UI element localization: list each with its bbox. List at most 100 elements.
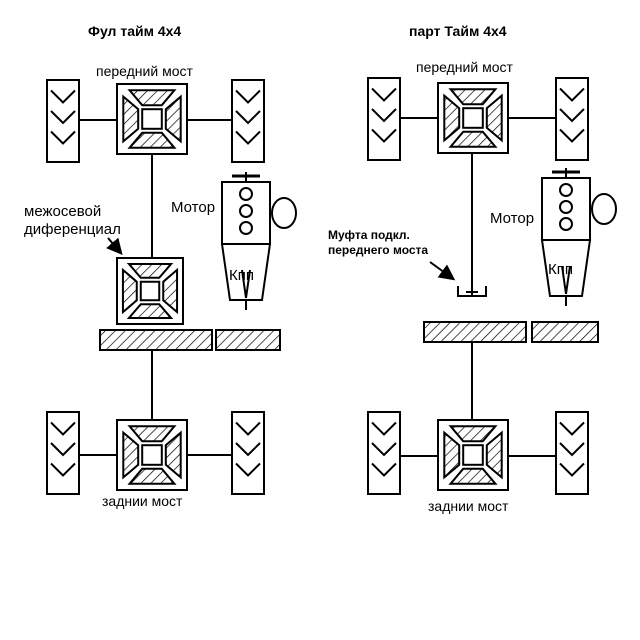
right-front-right-wheel-tread-1	[559, 108, 585, 123]
left-gearbox-label: Кпп	[229, 267, 254, 284]
left-rear-differential-gear-bottom	[127, 467, 177, 485]
left-front-differential-gear-left	[122, 94, 140, 144]
left-center-differential-gear-left	[121, 267, 138, 315]
left-rear-differential	[116, 419, 188, 491]
left-engine-cylinder-2	[239, 221, 253, 235]
right-rear-left-wheel-tire	[367, 411, 401, 495]
right-rear-left-wheel	[367, 411, 401, 495]
right-coupling-arrow	[429, 261, 456, 281]
left-rear-left-wheel-tread-1	[50, 442, 76, 457]
right-front-left-wheel-tread-1	[371, 108, 397, 123]
right-engine-gearbox	[540, 239, 592, 297]
left-front-differential-gear-top	[127, 89, 177, 107]
right-rear-right-wheel	[555, 411, 589, 495]
right-coupling	[457, 286, 487, 297]
left-front-differential-gear-right	[164, 94, 182, 144]
left-rear-left-wheel-tire	[46, 411, 80, 495]
right-front-differential-gear-center	[462, 107, 484, 129]
left-front-left-wheel-tread-0	[50, 89, 76, 104]
left-rear-right-wheel-tread-0	[235, 421, 261, 436]
left-front-differential-gear-bottom	[127, 131, 177, 149]
right-rear-left-wheel-tread-2	[371, 462, 397, 477]
left-front-right-wheel-tread-1	[235, 110, 261, 125]
left-center-diff-label-line2: диференциал	[24, 221, 121, 238]
left-front-left-wheel-tread-2	[50, 130, 76, 145]
right-front-differential-gear-top	[448, 88, 498, 106]
left-rear-right-wheel-tread-2	[235, 462, 261, 477]
right-rear-right-wheel-tread-0	[559, 421, 585, 436]
left-front-differential-gear-center	[141, 108, 163, 130]
left-engine-alternator	[271, 197, 297, 229]
left-front-left-wheel	[46, 79, 80, 163]
left-rear-differential-gear-left	[122, 430, 140, 480]
right-coupling-label-line1: Муфта подкл.	[328, 228, 410, 242]
left-engine-cylinder-0	[239, 187, 253, 201]
left-rear-axle-label: заднии мост	[102, 493, 183, 509]
left-front-right-wheel	[231, 79, 265, 163]
left-front-right-wheel-tread-2	[235, 130, 261, 145]
right-gearbox-label: Кпп	[548, 261, 573, 278]
right-rear-differential-gear-right	[485, 430, 503, 480]
left-front-differential	[116, 83, 188, 155]
left-center-diff-label-line1: межосевой	[24, 203, 102, 220]
left-center-differential	[116, 257, 184, 325]
right-engine-cylinder-0	[559, 183, 573, 197]
right-front-right-wheel-tire	[555, 77, 589, 161]
right-front-left-wheel-tread-2	[371, 128, 397, 143]
right-rear-differential-gear-left	[443, 430, 461, 480]
left-rear-differential-gear-top	[127, 425, 177, 443]
right-motor-label: Мотор	[490, 210, 535, 227]
left-engine-gearbox-line-a	[241, 269, 247, 299]
left-engine-cylinder-1	[239, 204, 253, 218]
right-front-left-wheel-tread-0	[371, 87, 397, 102]
right-engine-gearbox-line-a	[561, 265, 567, 295]
left-center-diff-arrow	[106, 237, 123, 256]
left-rear-differential-gear-center	[141, 444, 163, 466]
right-front-differential-gear-bottom	[448, 130, 498, 148]
left-rear-left-wheel-tread-0	[50, 421, 76, 436]
right-rear-differential-gear-top	[448, 425, 498, 443]
left-rear-left-wheel-tread-2	[50, 462, 76, 477]
left-rear-right-wheel-tire	[231, 411, 265, 495]
left-transfer-shaft	[99, 329, 213, 351]
right-rear-differential	[437, 419, 509, 491]
right-front-left-wheel	[367, 77, 401, 161]
left-front-right-wheel-tread-0	[235, 89, 261, 104]
right-engine-alternator	[591, 193, 617, 225]
right-front-differential-gear-left	[443, 93, 461, 143]
right-transfer-shaft-2	[531, 321, 599, 343]
right-rear-axle-label: заднии мост	[428, 498, 509, 514]
left-front-left-wheel-tread-1	[50, 110, 76, 125]
left-front-left-wheel-tire	[46, 79, 80, 163]
right-front-right-wheel	[555, 77, 589, 161]
left-center-differential-gear-center	[139, 280, 161, 302]
left-engine	[220, 172, 297, 310]
right-front-right-wheel-tread-0	[559, 87, 585, 102]
right-front-differential	[437, 82, 509, 154]
right-rear-differential-gear-center	[462, 444, 484, 466]
right-coupling-label-line2: переднего моста	[328, 243, 429, 257]
right-engine-gearbox-line-b	[565, 265, 571, 295]
left-motor-label: Мотор	[171, 199, 216, 216]
right-transfer-shaft	[423, 321, 527, 343]
right-rear-right-wheel-tread-1	[559, 442, 585, 457]
left-center-differential-gear-top	[126, 262, 174, 279]
right-engine-cylinder-1	[559, 200, 573, 214]
left-center-differential-gear-bottom	[126, 303, 174, 320]
right-rear-right-wheel-tread-2	[559, 462, 585, 477]
right-rear-left-wheel-tread-1	[371, 442, 397, 457]
left-rear-right-wheel	[231, 411, 265, 495]
right-engine	[540, 168, 617, 306]
left-front-axle-label: передний мост	[96, 63, 193, 79]
right-front-axle-label: передний мост	[416, 59, 513, 75]
left-front-right-wheel-tire	[231, 79, 265, 163]
right-front-differential-gear-right	[485, 93, 503, 143]
left-engine-gearbox-line-b	[245, 269, 251, 299]
left-engine-gearbox	[220, 243, 272, 301]
right-engine-cylinder-2	[559, 217, 573, 231]
right-title: парт Тайм 4x4	[409, 23, 507, 39]
left-title: Фул тайм 4x4	[88, 23, 182, 39]
left-center-differential-gear-right	[162, 267, 179, 315]
right-rear-right-wheel-tire	[555, 411, 589, 495]
